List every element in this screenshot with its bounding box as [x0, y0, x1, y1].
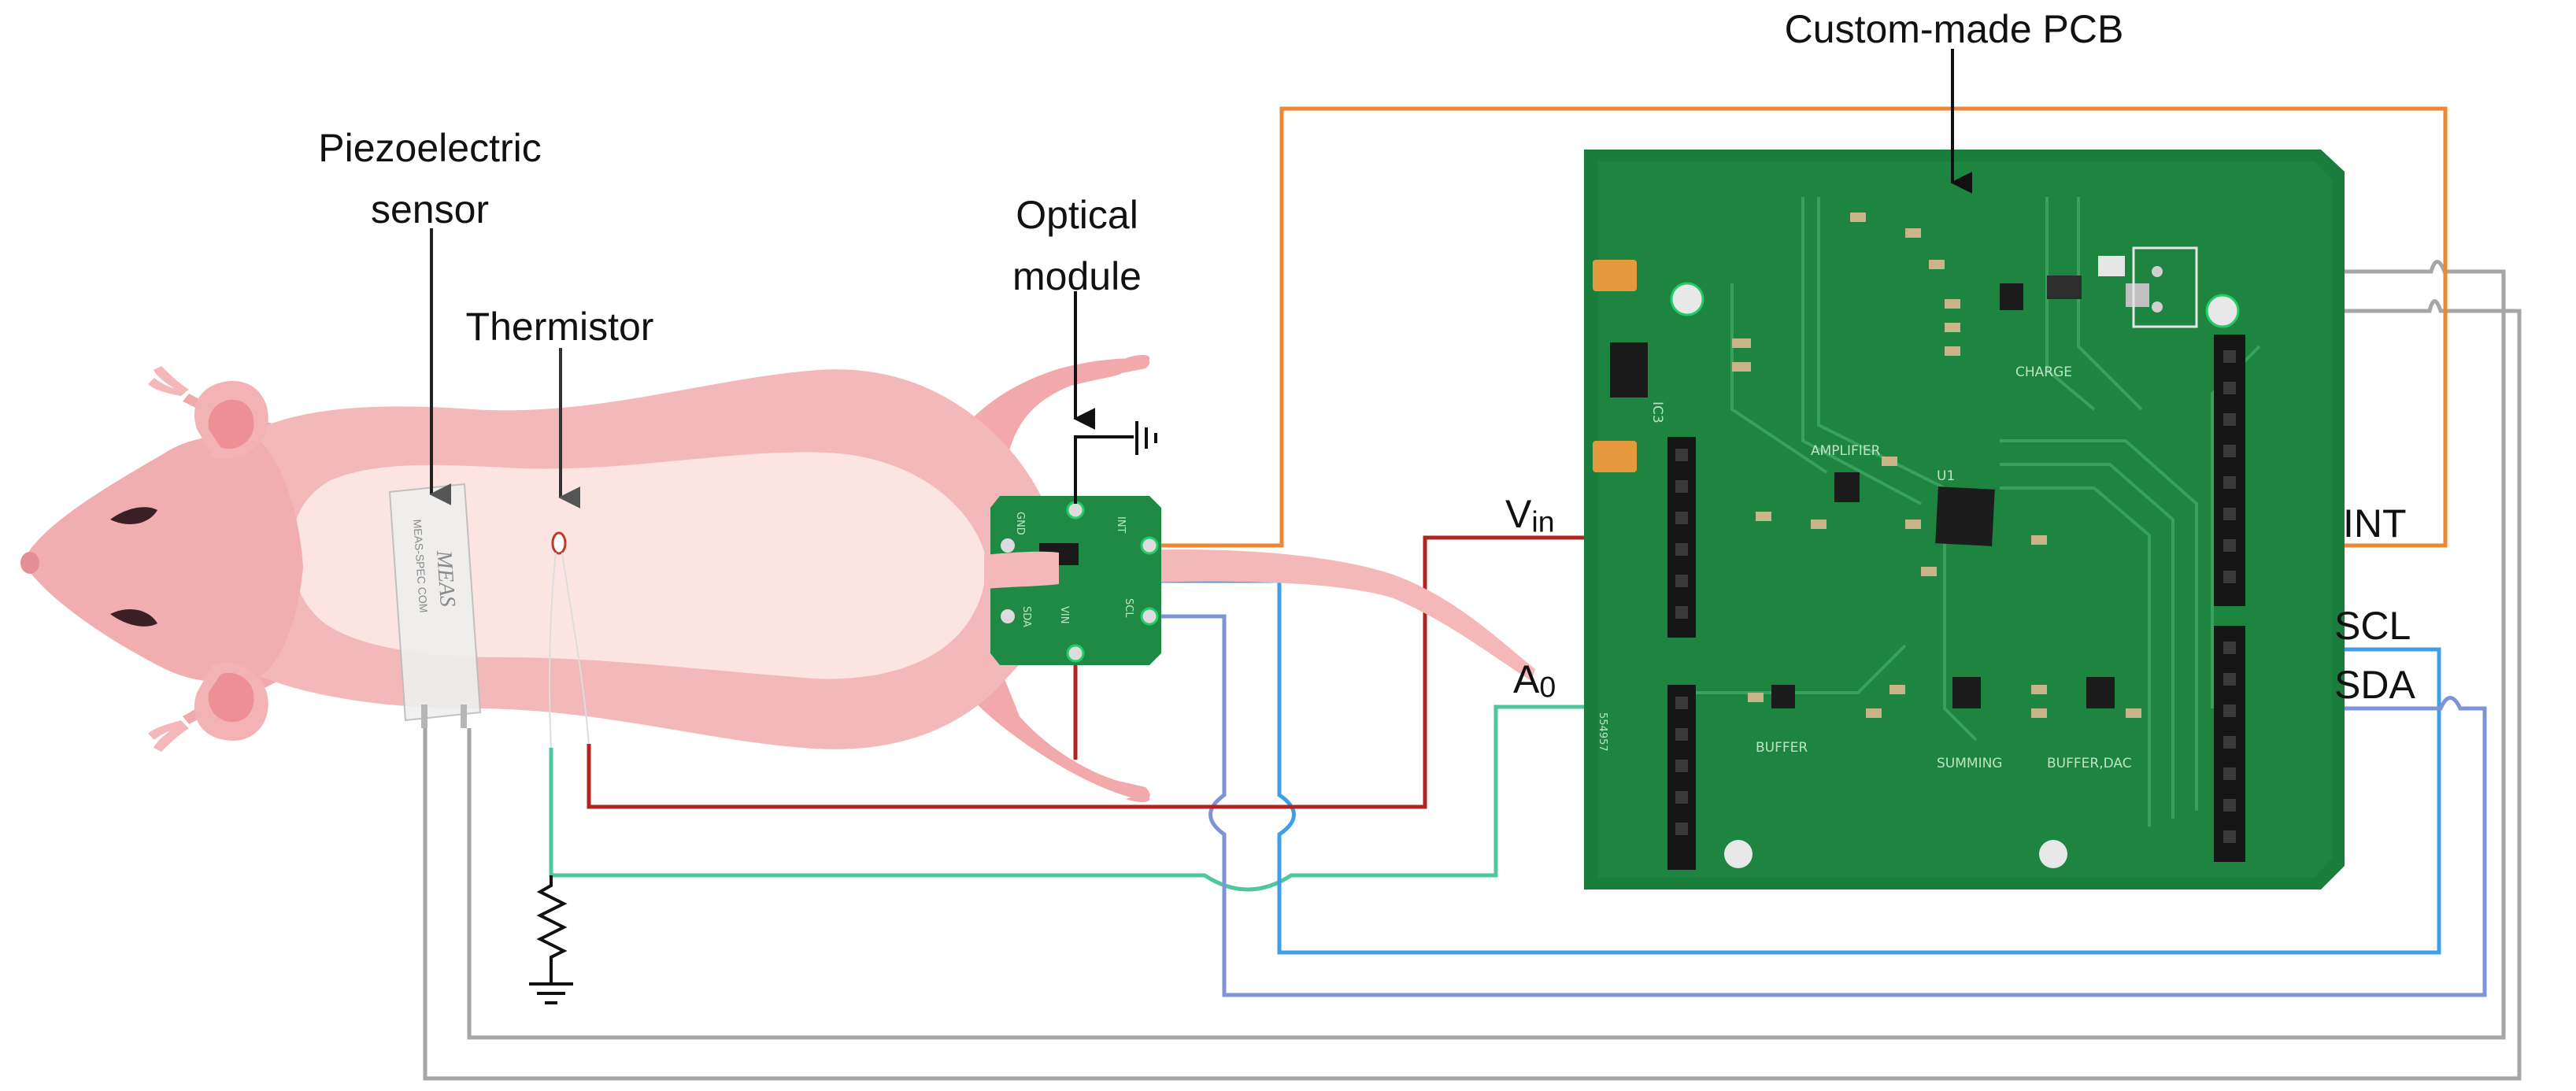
pcb-mount-hole [1724, 840, 1752, 868]
mouse-hind-leg-top [953, 357, 1150, 457]
pcb-mount-hole [2039, 840, 2067, 868]
optical-label-sda: SDA [1020, 606, 1032, 627]
label-optical-line1: Optical [1016, 193, 1138, 237]
piezoelectric-sensor: MEAS MEAS-SPEC COM [388, 483, 482, 728]
label-optical-module: Optical module [1012, 185, 1142, 307]
mouse-eye-top [110, 507, 157, 525]
mouse-illustration [20, 354, 1535, 803]
label-vin-sub: in [1531, 505, 1555, 538]
optical-pin-int [1140, 536, 1159, 555]
label-arrows [429, 49, 1973, 509]
pcb-label-u1: U1 [1937, 468, 1955, 484]
label-a0-main: A [1513, 657, 1540, 701]
label-a0-sub: 0 [1539, 670, 1556, 704]
optical-label-int: INT [1115, 516, 1127, 534]
int-wire [1161, 106, 2448, 548]
scl-wire [1161, 579, 2441, 955]
pcb-label-buffer-dac: BUFFER,DAC [2047, 756, 2132, 771]
sda-wire [1161, 614, 2487, 997]
mouse-eye-bottom [110, 608, 157, 627]
label-a0: A0 [1513, 660, 1556, 702]
wires [423, 106, 2522, 1081]
mouse-nose [20, 552, 39, 574]
custom-pcb: IC3 CHARGE AMPLIFIER U1 BUFFER SUMMING B… [1584, 150, 2345, 889]
left-header-bottom [1667, 685, 1696, 870]
label-thermistor: Thermistor [465, 305, 654, 349]
a0-wire [549, 705, 1686, 892]
left-header-top [1667, 437, 1696, 638]
pcb-label-charge: CHARGE [2015, 364, 2072, 380]
right-header-top [2214, 335, 2245, 606]
pcb-mount-hole [1670, 282, 1704, 316]
optical-module: GND INT VIN SDA SCL [984, 496, 1161, 665]
resistor-symbol [536, 875, 568, 982]
piezo-wire-outer [423, 299, 2522, 1081]
label-vin: Vin [1505, 494, 1555, 537]
vin-wire [587, 535, 1683, 809]
label-optical-line2: module [1012, 253, 1142, 298]
optical-pin-scl [1140, 607, 1159, 626]
ground-symbol [529, 982, 573, 1004]
label-scl: SCL [2334, 604, 2411, 648]
thermistor [548, 531, 590, 749]
pcb-label-serial: 554957 [1597, 712, 1608, 752]
optical-pin-gnd [1066, 501, 1085, 520]
label-custom-pcb: Custom-made PCB [1784, 7, 2124, 51]
pcb-label-summing: SUMMING [1937, 756, 2002, 771]
mouse-head [26, 435, 303, 682]
optical-label-vin: VIN [1058, 606, 1070, 623]
optical-pin-vin [1066, 644, 1085, 663]
optical-label-scl: SCL [1123, 598, 1134, 618]
piezo-brand-text: MEAS [431, 549, 460, 608]
piezo-wire-inner [467, 260, 2506, 1040]
label-piezo-line1: Piezoelectric [318, 126, 542, 170]
pcb-label-ic3: IC3 [1649, 401, 1665, 423]
mouse-hind-leg-bottom [953, 677, 1150, 801]
pcb-label-buffer: BUFFER [1756, 740, 1808, 756]
label-sda: SDA [2334, 663, 2415, 707]
optical-label-gnd: GND [1014, 512, 1026, 535]
label-vin-main: V [1505, 492, 1532, 536]
label-piezoelectric-sensor: Piezoelectric sensor [318, 118, 541, 240]
pcb-mount-hole [2205, 294, 2240, 328]
label-int: INT [2343, 501, 2407, 546]
ground-symbol [1074, 421, 1157, 504]
label-piezo-line2: sensor [370, 187, 490, 231]
pcb-label-amplifier: AMPLIFIER [1811, 443, 1881, 459]
